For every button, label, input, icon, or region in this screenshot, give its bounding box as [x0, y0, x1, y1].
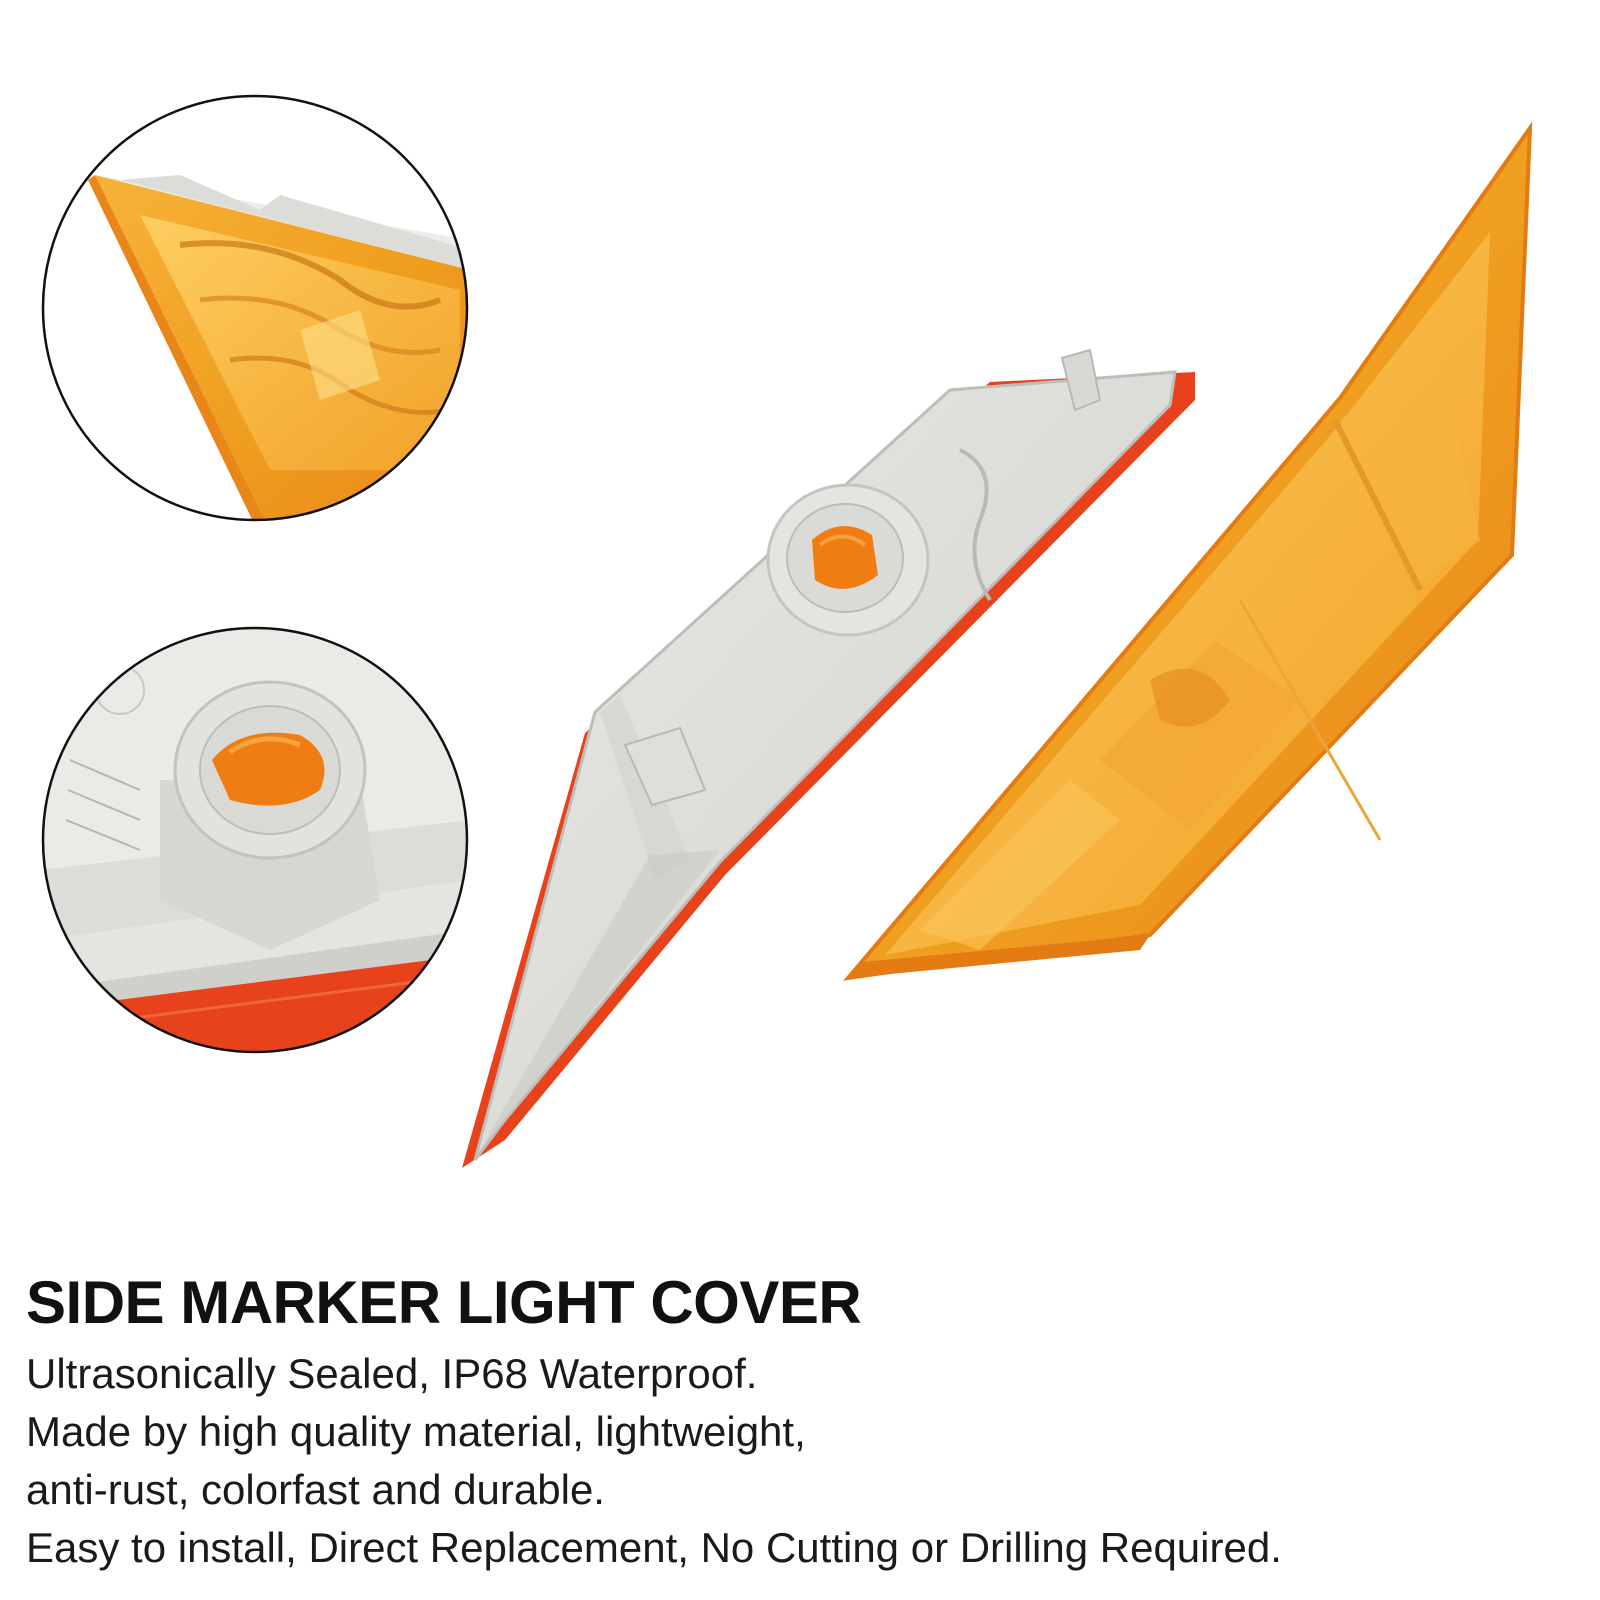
feature-item-sealed: Ultrasonically Sealed, IP68 Waterproof.: [26, 1350, 758, 1397]
amber-lens-front-view: [843, 121, 1533, 981]
product-title: SIDE MARKER LIGHT COVER: [26, 1269, 862, 1336]
detail-lens-closeup: [41, 94, 469, 522]
product-illustration: [41, 94, 1533, 1168]
detail-socket-closeup: [41, 626, 469, 1054]
grey-housing-rear-view: [462, 348, 1195, 1168]
feature-item-durable: anti-rust, colorfast and durable.: [26, 1466, 605, 1513]
feature-list: Ultrasonically Sealed, IP68 Waterproof. …: [26, 1345, 1282, 1577]
feature-item-material: Made by high quality material, lightweig…: [26, 1408, 806, 1455]
feature-item-install: Easy to install, Direct Replacement, No …: [26, 1524, 1282, 1571]
